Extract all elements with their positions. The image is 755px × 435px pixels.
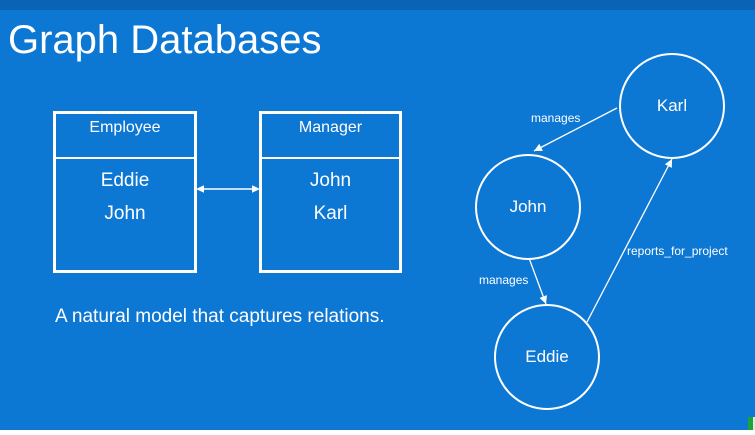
table-row: John — [104, 202, 146, 224]
graph-diagram — [475, 53, 725, 410]
employee-table: Employee Eddie John — [53, 111, 197, 273]
edge-label-reports-for-project: reports_for_project — [627, 244, 728, 258]
taskbar-peek-icon[interactable] — [748, 417, 755, 430]
top-bar — [0, 0, 755, 10]
edge-karl-manages-john — [533, 107, 618, 152]
table-row: Karl — [313, 202, 348, 224]
caption-text: A natural model that captures relations. — [55, 306, 385, 327]
table-row: Eddie — [100, 169, 150, 191]
edge-label-manages-karl-john: manages — [531, 111, 581, 125]
node-label-john: John — [509, 197, 547, 216]
edge-eddie-reports-karl — [586, 158, 673, 323]
node-label-karl: Karl — [656, 96, 688, 115]
double-arrow-icon — [196, 185, 260, 193]
employee-table-header: Employee — [56, 114, 194, 159]
edge-john-manages-eddie — [528, 257, 547, 305]
bottom-edge-strip — [0, 430, 755, 435]
node-john — [475, 154, 581, 260]
node-eddie — [494, 304, 600, 410]
edge-label-manages-john-eddie: manages — [479, 273, 529, 287]
employee-table-body: Eddie John — [56, 159, 194, 230]
node-karl — [619, 53, 725, 159]
node-label-eddie: Eddie — [525, 347, 569, 366]
manager-table-header: Manager — [262, 114, 399, 159]
manager-table-body: John Karl — [262, 159, 399, 230]
page-title: Graph Databases — [8, 18, 322, 62]
manager-table: Manager John Karl — [259, 111, 402, 273]
table-row: John — [309, 169, 352, 191]
